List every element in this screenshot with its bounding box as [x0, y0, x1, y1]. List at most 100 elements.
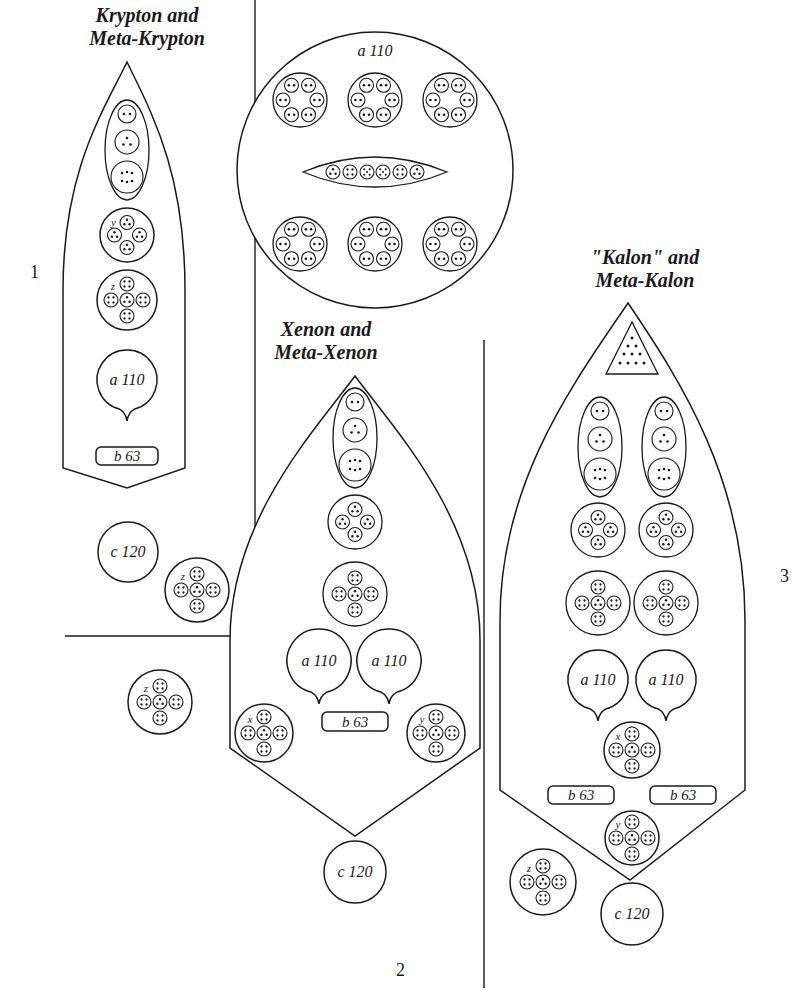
- element-heading: Krypton and Meta-Krypton: [89, 4, 206, 50]
- c-group-circle: c 120: [601, 883, 663, 945]
- node-outline: [495, 244, 750, 884]
- ring-group: [351, 222, 399, 265]
- spindle-group: [303, 157, 447, 187]
- group-letter: z: [111, 280, 115, 292]
- pear-outline: [287, 629, 351, 704]
- group-label: b 63: [670, 787, 696, 803]
- lettered-group: x: [604, 722, 660, 778]
- group-letter: z: [181, 570, 185, 582]
- panel-rule: [65, 635, 255, 636]
- ring-outline: [423, 73, 477, 127]
- ring-group: [426, 222, 474, 265]
- bar-outline: [96, 447, 158, 465]
- a-group-pear: a 110: [568, 650, 628, 722]
- funnel-outline: [230, 376, 480, 836]
- sub-atoms: [647, 511, 686, 550]
- b-group-bar: b 63: [548, 786, 614, 804]
- group-letter: y: [111, 216, 116, 228]
- sub-atoms: [579, 511, 618, 550]
- funnel-oval: [333, 388, 377, 488]
- panel-rule: [483, 340, 484, 988]
- circle-outline: [605, 811, 659, 865]
- circle-outline: [97, 270, 157, 330]
- dot-pyramid: [606, 322, 658, 374]
- element-funnel: Xenon and Meta-Xenona 110a 110xb 63y: [225, 316, 487, 840]
- funnel-outline: [500, 303, 745, 880]
- sub-atoms: [332, 571, 378, 617]
- group-label: a 110: [581, 671, 616, 689]
- group-label: c 120: [614, 905, 649, 923]
- lettered-group: y: [605, 811, 659, 865]
- funnel-ground: [230, 376, 480, 836]
- circle-outline: [510, 849, 576, 915]
- sub-atoms: [643, 580, 689, 626]
- pear-outline: [97, 350, 157, 421]
- group-label: a 110: [110, 371, 145, 389]
- sub-atoms: [137, 679, 183, 725]
- circle-outline: [128, 670, 192, 734]
- circle-outline: [324, 841, 386, 903]
- element-heading: Xenon and Meta-Xenon: [274, 318, 379, 364]
- group-letter: z: [527, 862, 531, 874]
- plate-number: 2: [396, 960, 405, 980]
- lettered-group: y: [407, 704, 465, 762]
- group-label: b 63: [114, 448, 140, 464]
- group-outline: [566, 571, 630, 635]
- sub-atoms: [108, 216, 147, 255]
- sub-atoms: [609, 727, 655, 773]
- node-outline: [97, 270, 157, 330]
- sub-atoms: [104, 277, 150, 323]
- sub-atoms: [241, 710, 287, 756]
- ring-outline: [348, 217, 402, 271]
- c-group-circle: c 120: [98, 522, 158, 582]
- ring-outline: [273, 73, 327, 127]
- group-label: a 110: [372, 652, 407, 670]
- lettered-group: z: [510, 849, 576, 915]
- node-outline: [100, 208, 154, 262]
- circle-outline: [237, 32, 513, 308]
- group-label: a 110: [649, 671, 684, 689]
- group-label: c 120: [110, 543, 145, 561]
- group-letter: y: [420, 713, 425, 725]
- lettered-group: z: [128, 670, 192, 734]
- lettered-group: z: [165, 558, 229, 622]
- ring-group: [351, 78, 399, 121]
- group-outline: [634, 571, 698, 635]
- node-outline: [604, 722, 660, 778]
- sub-atoms: [520, 859, 566, 905]
- sub-atoms: [575, 580, 621, 626]
- ring-group: [276, 222, 324, 265]
- lettered-group: z: [97, 270, 157, 330]
- group-label: a 110: [302, 652, 337, 670]
- group-label: c 120: [337, 863, 372, 881]
- funnel-oval: [642, 397, 686, 497]
- group-letter: z: [144, 682, 148, 694]
- node-outline: [165, 558, 229, 622]
- sub-atoms: [413, 710, 459, 756]
- group-letter: x: [248, 713, 253, 725]
- circle-outline: [98, 522, 158, 582]
- a-group-pear: a 110: [357, 629, 421, 705]
- node-outline: [128, 670, 192, 734]
- group-letter: x: [616, 730, 621, 742]
- group-outline: [571, 503, 625, 557]
- circle-outline: [165, 558, 229, 622]
- a-group-pear: a 110: [287, 629, 351, 705]
- circle-outline: [601, 883, 663, 945]
- circle-outline: [235, 704, 293, 762]
- group-letter: y: [616, 818, 621, 830]
- pear-outline: [357, 629, 421, 704]
- plate-number: 3: [780, 566, 789, 586]
- bar-outline: [650, 786, 716, 804]
- element-heading: "Kalon" and Meta-Kalon: [590, 246, 700, 292]
- element-funnel: "Kalon" and Meta-Kalon a 110 a 110 x b 63 b 6…: [495, 244, 750, 884]
- ring-group: [426, 78, 474, 121]
- ring-outline: [423, 217, 477, 271]
- node-outline: [407, 704, 465, 762]
- node-outline: [55, 0, 250, 492]
- group-label: b 63: [568, 787, 594, 803]
- node-outline: [605, 811, 659, 865]
- ring-outline: [348, 73, 402, 127]
- node-outline: [235, 704, 293, 762]
